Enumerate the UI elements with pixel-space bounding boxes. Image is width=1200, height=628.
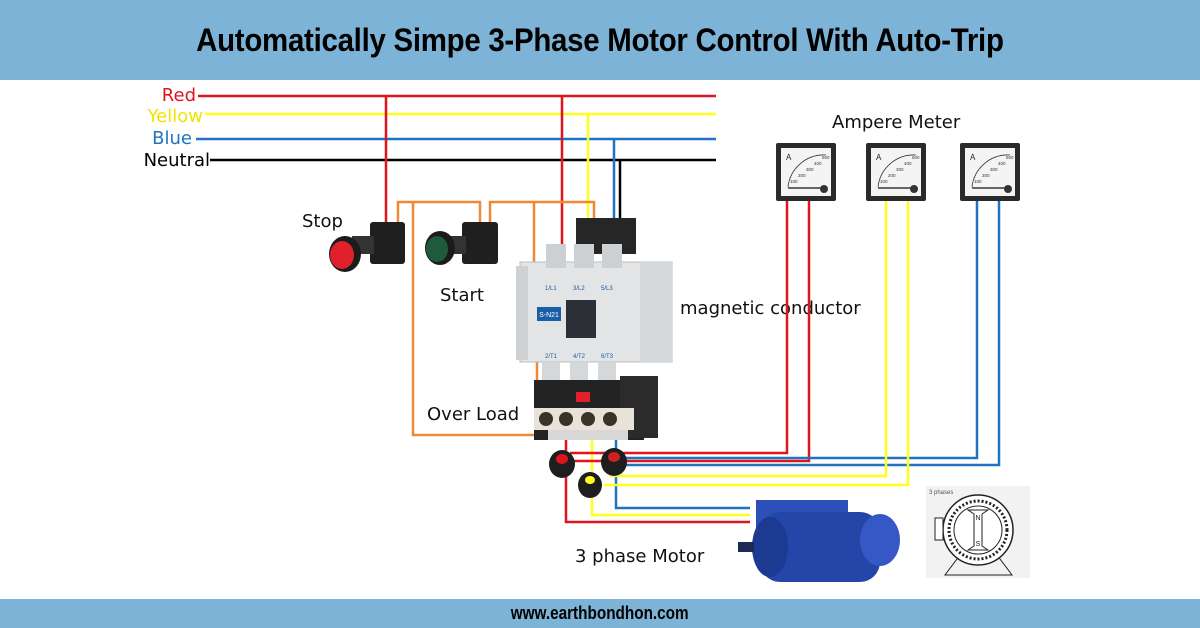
pole-south: S [976, 541, 981, 548]
meter-scale-label: 400 [814, 161, 822, 166]
footer-banner: www.earthbondhon.com [0, 599, 1200, 628]
meter-scale-label: 200 [888, 173, 896, 178]
meter-unit: A [786, 153, 792, 162]
wire-yellow-to-motor [590, 440, 750, 517]
meter-scale-label: 100 [790, 179, 798, 184]
meter-scale-label: 100 [880, 179, 888, 184]
page-title: Automatically Simpe 3-Phase Motor Contro… [196, 21, 1004, 58]
contactor-model: S-N21 [539, 312, 559, 319]
meter-scale-label: 300 [990, 167, 998, 172]
wire-ct-blue-2 [626, 200, 1001, 467]
meter-unit: A [970, 153, 976, 162]
overload-relay [534, 376, 658, 440]
three-phase-motor [738, 500, 900, 582]
meter-scale-label: 200 [798, 173, 806, 178]
motor-cross-section-symbol: 3 phases N S [926, 486, 1030, 578]
wire-blue-to-motor [614, 440, 750, 510]
terminal-l3: 5/L3 [601, 286, 613, 292]
supply-label-neutral: Neutral [144, 150, 210, 171]
motor-symbol-caption: 3 phases [929, 490, 953, 496]
meter-scale-label: 300 [896, 167, 904, 172]
meter-scale-label: 300 [806, 167, 814, 172]
wire-ct-red-1 [570, 200, 789, 455]
current-transformer-blue [601, 448, 627, 476]
stop-button [329, 222, 405, 272]
magnetic-contactor: S-N21 1/L1 3/L2 5/L3 2/T1 4/T2 6/T3 [516, 218, 673, 388]
meter-scale-label: 400 [998, 161, 1006, 166]
over-load-label: Over Load [427, 404, 519, 425]
meter-scale-label: 400 [904, 161, 912, 166]
supply-label-red: Red [162, 85, 196, 106]
stop-label: Stop [302, 211, 343, 232]
terminal-t2: 4/T2 [573, 354, 586, 360]
meter-scale-label: 100 [974, 179, 982, 184]
wire-ct-red-2 [570, 200, 811, 463]
meter-scale-label: 200 [982, 173, 990, 178]
pole-north: N [975, 515, 980, 522]
terminal-t1: 2/T1 [545, 354, 558, 360]
wire-ct-yellow-2 [604, 200, 910, 487]
wire-ct-yellow-1 [610, 200, 888, 478]
current-transformer-red [549, 450, 575, 478]
meter-scale-label: 500 [822, 155, 830, 160]
supply-label-yellow: Yellow [147, 106, 203, 127]
meter-scale-label: 500 [1006, 155, 1014, 160]
start-button [425, 222, 498, 265]
supply-label-blue: Blue [152, 128, 192, 149]
motor-label: 3 phase Motor [575, 546, 705, 567]
terminal-t3: 6/T3 [601, 354, 614, 360]
start-label: Start [440, 285, 484, 306]
magnetic-conductor-label: magnetic conductor [680, 298, 861, 319]
current-transformer-yellow [578, 472, 602, 498]
terminal-l2: 3/L2 [573, 286, 585, 292]
wire-ct-blue-1 [626, 200, 979, 460]
ampere-meter-label: Ampere Meter [832, 112, 961, 133]
website-url: www.earthbondhon.com [511, 603, 689, 623]
meter-unit: A [876, 153, 882, 162]
terminal-l1: 1/L1 [545, 286, 557, 292]
meter-scale-label: 500 [912, 155, 920, 160]
title-banner: Automatically Simpe 3-Phase Motor Contro… [0, 0, 1200, 80]
